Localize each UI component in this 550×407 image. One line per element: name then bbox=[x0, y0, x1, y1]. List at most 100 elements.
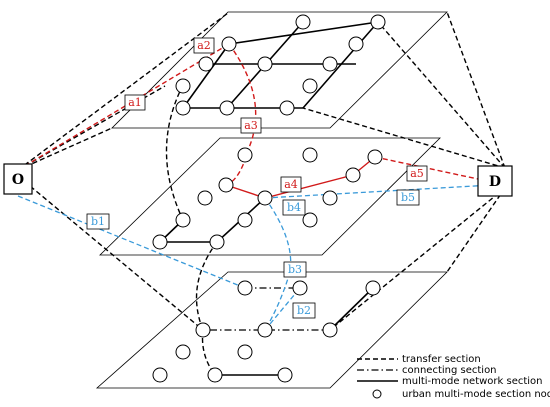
network-bottom-diag bbox=[329, 287, 374, 331]
node bbox=[257, 322, 273, 338]
label-b4: b4 bbox=[287, 201, 301, 214]
node bbox=[219, 100, 235, 116]
transfer-line-d-bottom bbox=[329, 187, 506, 331]
label-a2: a2 bbox=[197, 39, 211, 52]
node bbox=[207, 367, 223, 383]
red-path-a3 bbox=[225, 43, 257, 186]
node bbox=[175, 78, 191, 94]
node bbox=[365, 280, 381, 296]
origin-label: O bbox=[12, 172, 24, 188]
transfer-line-d-top bbox=[377, 21, 506, 169]
node bbox=[322, 190, 338, 206]
network-top-col3 bbox=[302, 21, 379, 109]
destination-label: D bbox=[489, 174, 501, 190]
nodes bbox=[152, 14, 386, 383]
node bbox=[302, 78, 318, 94]
red-path-a4 bbox=[225, 156, 376, 199]
node bbox=[322, 56, 338, 72]
middle-layer-plane bbox=[99, 137, 441, 256]
label-b1: b1 bbox=[91, 215, 105, 228]
label-box-a5 bbox=[406, 165, 428, 182]
legend-transfer-label: transfer section bbox=[402, 354, 481, 365]
node bbox=[370, 14, 386, 30]
node bbox=[197, 190, 213, 206]
node bbox=[277, 367, 293, 383]
label-box-a3 bbox=[240, 117, 262, 134]
network-top-col1 bbox=[182, 43, 230, 109]
label-a4: a4 bbox=[284, 178, 298, 191]
blue-path-b3 bbox=[264, 197, 292, 331]
legend: transfer section connecting section mult… bbox=[357, 354, 550, 400]
transfer-line-d-topright bbox=[446, 11, 506, 169]
node bbox=[367, 149, 383, 165]
node bbox=[152, 367, 168, 383]
node bbox=[302, 147, 318, 163]
transfer-curve-left bbox=[165, 84, 184, 221]
transfer-line-d-botcorner bbox=[446, 187, 506, 273]
node bbox=[221, 36, 237, 52]
node bbox=[302, 212, 318, 228]
origin-box bbox=[3, 163, 33, 195]
legend-node-label: urban multi-mode section node bbox=[402, 389, 550, 400]
node bbox=[209, 234, 225, 250]
transfer-curve-mid bbox=[195, 241, 218, 331]
node bbox=[295, 14, 311, 30]
label-b2: b2 bbox=[297, 304, 311, 317]
node bbox=[195, 322, 211, 338]
transfer-line-o-topleft bbox=[17, 127, 113, 171]
label-box-b3 bbox=[283, 261, 307, 278]
label-box-b4 bbox=[282, 199, 306, 216]
blue-path-b1 bbox=[17, 195, 246, 289]
label-a5: a5 bbox=[410, 167, 424, 180]
blue-path-b2 bbox=[264, 287, 301, 331]
node bbox=[237, 147, 253, 163]
top-layer-plane bbox=[111, 11, 448, 129]
destination-node: D bbox=[477, 165, 513, 197]
node bbox=[237, 344, 253, 360]
legend-node-swatch bbox=[372, 389, 382, 399]
node bbox=[237, 280, 253, 296]
transfer-line-o-bottom bbox=[17, 175, 204, 331]
label-a1: a1 bbox=[128, 96, 142, 109]
label-box-b1 bbox=[86, 213, 110, 230]
node bbox=[348, 36, 364, 52]
transfer-line-o-top bbox=[17, 12, 229, 171]
node bbox=[279, 100, 295, 116]
destination-box bbox=[477, 165, 513, 197]
label-box-b5 bbox=[396, 189, 420, 206]
legend-connecting-label: connecting section bbox=[402, 365, 497, 376]
node bbox=[218, 177, 234, 193]
node bbox=[257, 190, 273, 206]
label-box-a2 bbox=[193, 37, 215, 54]
node bbox=[322, 322, 338, 338]
label-box-a1 bbox=[124, 94, 146, 111]
node bbox=[198, 56, 214, 72]
node bbox=[237, 212, 253, 228]
label-b5: b5 bbox=[401, 191, 415, 204]
label-box-b2 bbox=[292, 302, 316, 319]
node bbox=[152, 234, 168, 250]
network-top-row1 bbox=[228, 21, 379, 45]
blue-path-b5 bbox=[264, 184, 493, 199]
node bbox=[292, 280, 308, 296]
blue-labels: b1 b4 b5 b3 b2 bbox=[86, 189, 420, 319]
bottom-layer-plane bbox=[95, 271, 448, 389]
label-b3: b3 bbox=[288, 263, 302, 276]
red-path-a5 bbox=[374, 156, 493, 183]
node bbox=[257, 56, 273, 72]
blue-path bbox=[17, 184, 493, 331]
legend-network-label: multi-mode network section bbox=[402, 376, 543, 387]
node bbox=[175, 212, 191, 228]
label-a3: a3 bbox=[244, 119, 258, 132]
node bbox=[175, 100, 191, 116]
transfer-line-d-topnode bbox=[302, 107, 506, 169]
red-path bbox=[17, 43, 493, 199]
red-path-a1 bbox=[17, 43, 230, 171]
label-box-a4 bbox=[280, 176, 302, 193]
red-labels: a2 a1 a3 a4 a5 bbox=[124, 37, 428, 193]
origin-node: O bbox=[3, 163, 33, 195]
node bbox=[345, 167, 361, 183]
node bbox=[175, 344, 191, 360]
